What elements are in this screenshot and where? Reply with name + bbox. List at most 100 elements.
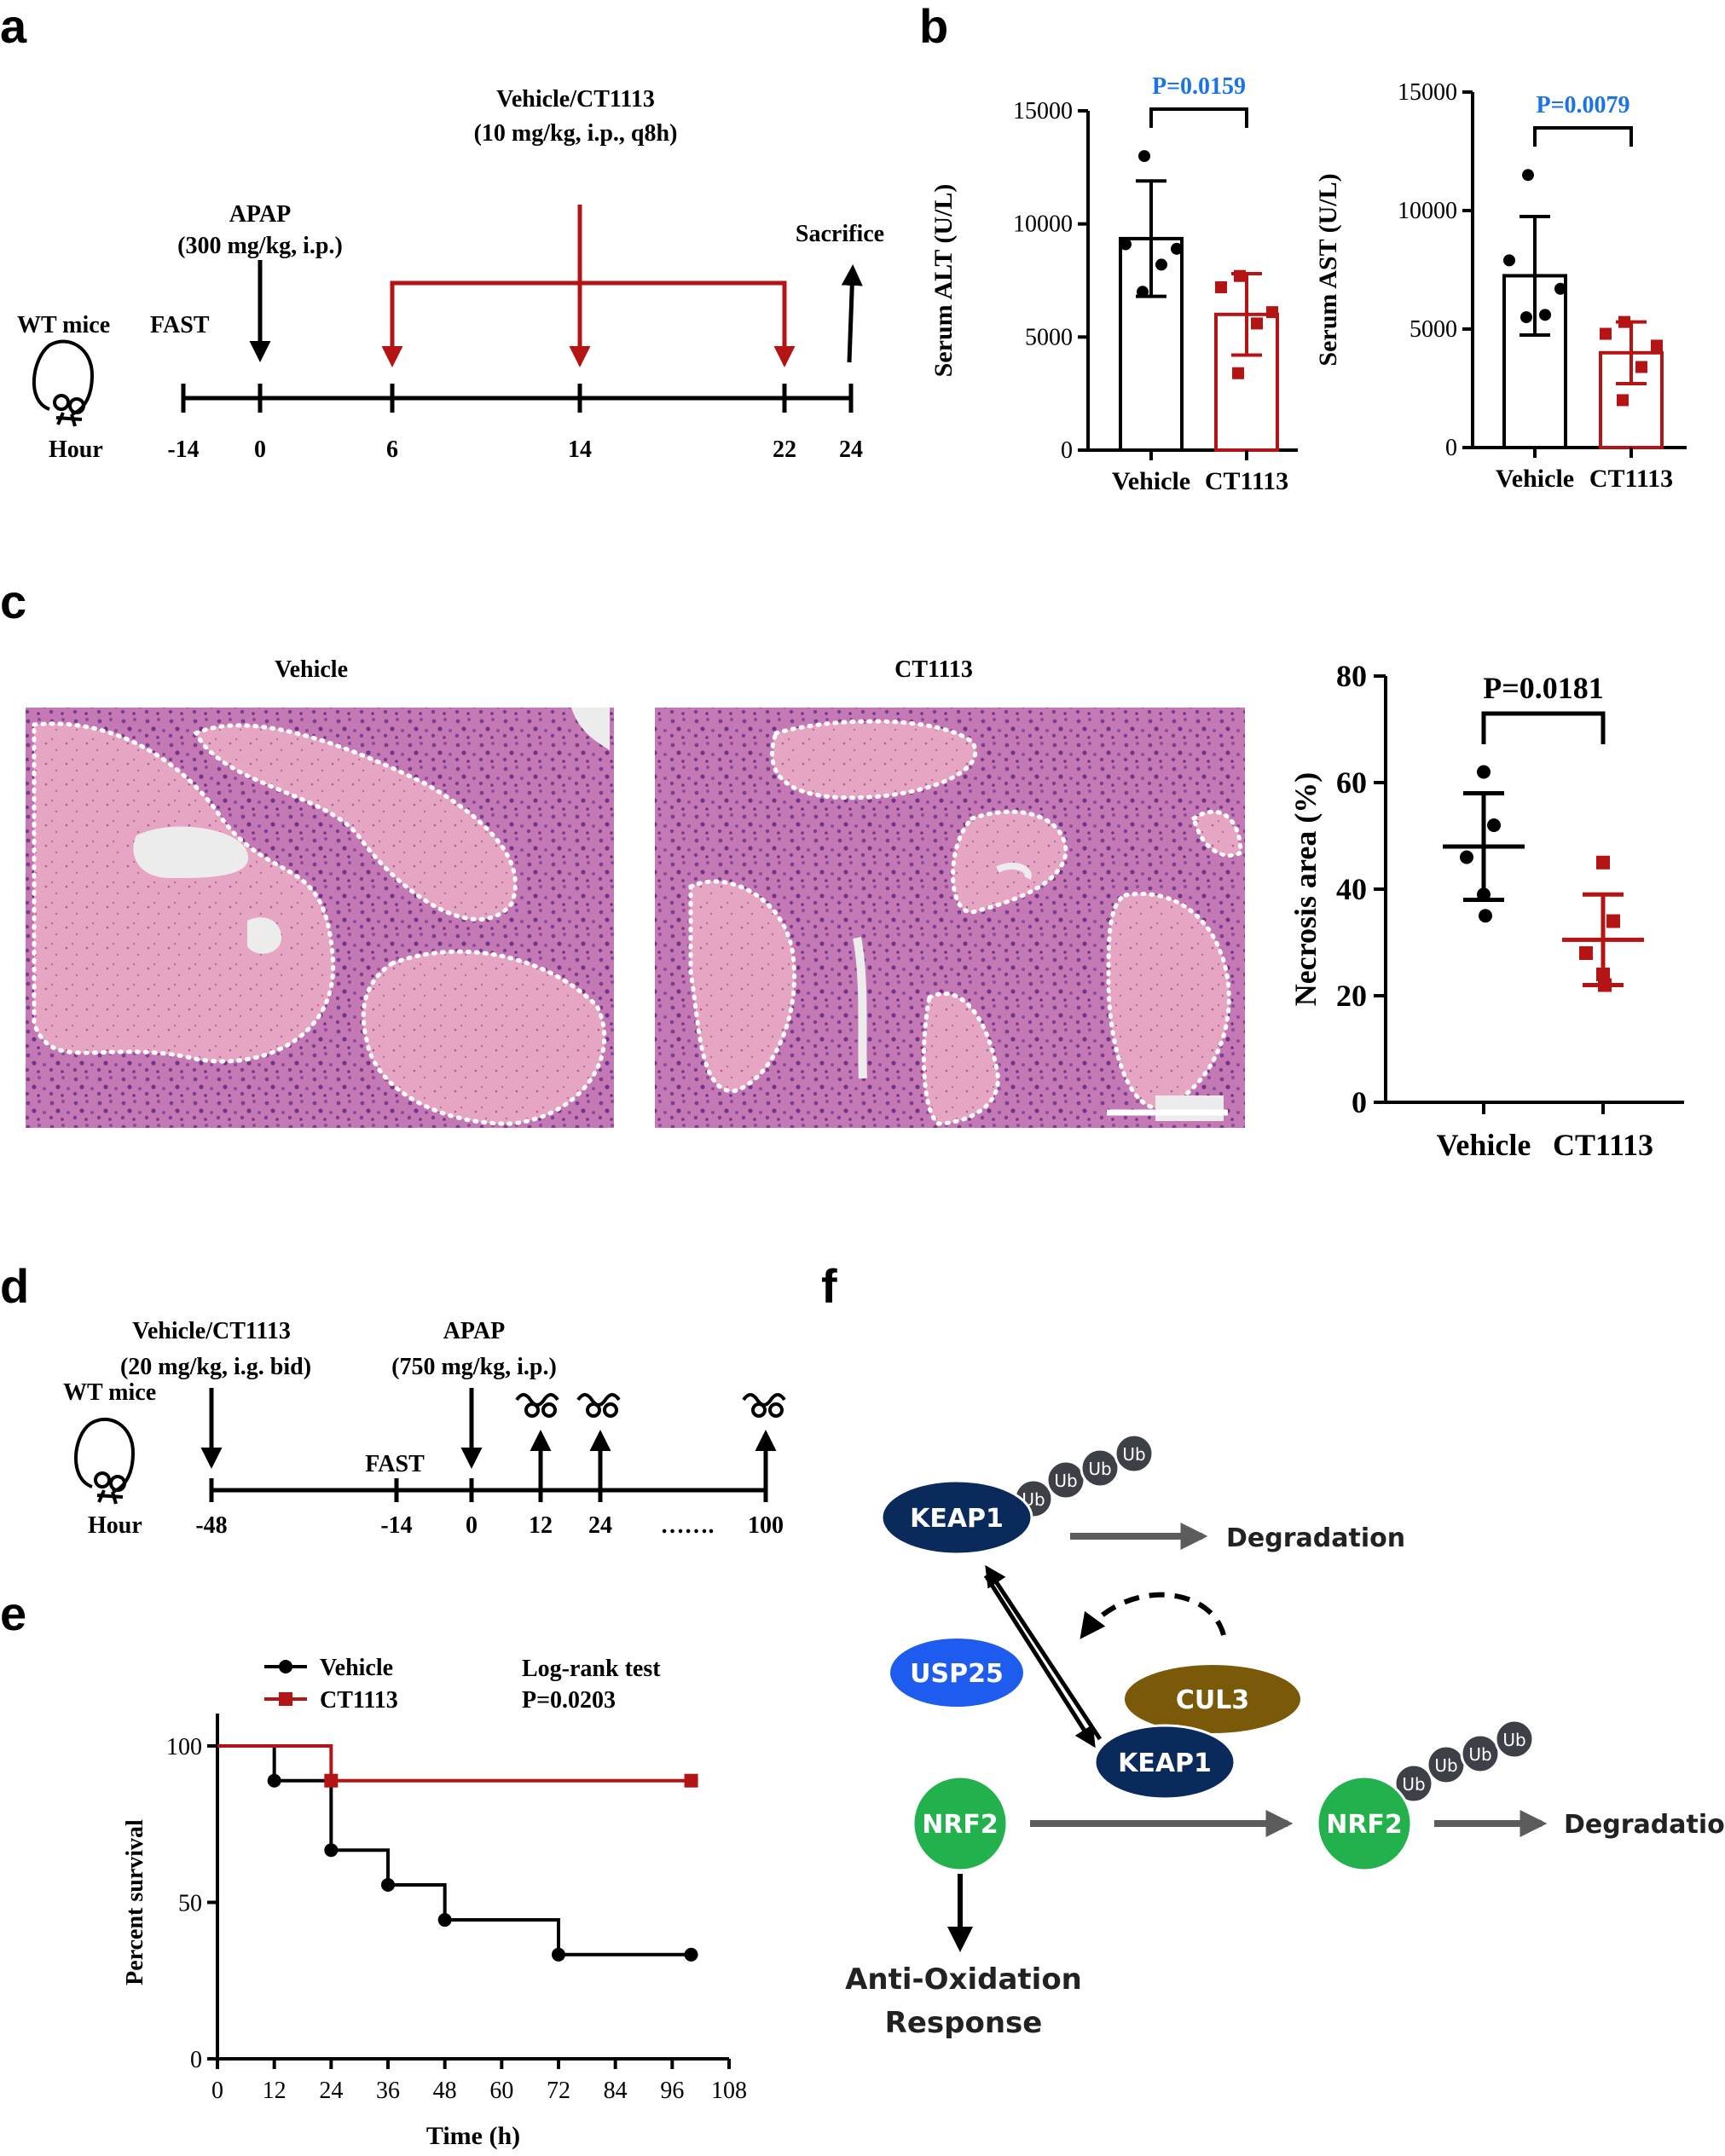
d-apap-label: APAP <box>443 1318 506 1344</box>
ub-icon: Ub <box>1393 1763 1434 1804</box>
a-tick-label: 6 <box>386 436 398 463</box>
data-point <box>1598 978 1612 992</box>
data-point <box>1522 169 1534 182</box>
y-axis-title: Necrosis area (%) <box>1288 772 1323 1007</box>
p-value-label: P=0.0181 <box>1483 671 1604 705</box>
degradation-label: Degradation <box>1564 1810 1725 1840</box>
a-drug-label: Vehicle/CT1113 <box>496 86 655 113</box>
panel-c-letter: c <box>0 575 26 628</box>
keap1-label: KEAP1 <box>1118 1748 1212 1778</box>
d-apap-dose: (750 mg/kg, i.p.) <box>391 1354 557 1380</box>
mouse-death-icon <box>576 1393 621 1418</box>
panel-a: a Vehicle/CT1113 (10 mg/kg, i.p., q8h) A… <box>0 0 884 463</box>
data-point <box>1137 286 1149 298</box>
response-label-line1: Anti-Oxidation <box>845 1962 1082 1997</box>
deubiquitination-arrow <box>985 1564 1103 1741</box>
data-point <box>552 1947 565 1962</box>
nrf2-label: NRF2 <box>1326 1810 1403 1840</box>
y-axis-title: Percent survival <box>122 1819 148 1985</box>
data-point <box>1596 968 1610 981</box>
data-point <box>324 1773 339 1788</box>
ub-label: Ub <box>1468 1744 1491 1765</box>
data-point <box>1120 238 1132 251</box>
panel-d: d Vehicle/CT1113 (20 mg/kg, i.g. bid) AP… <box>0 1259 786 1539</box>
data-point <box>437 1913 452 1928</box>
a-tick-label: 0 <box>254 436 266 463</box>
a-apap-dose: (300 mg/kg, i.p.) <box>177 233 343 259</box>
y-tick-label: 10000 <box>1013 211 1073 238</box>
a-apap-label: APAP <box>229 201 292 228</box>
d-timeline-ticks <box>209 1478 768 1502</box>
data-point <box>1503 254 1515 267</box>
ub-label: Ub <box>1122 1444 1145 1465</box>
x-tick-label: 60 <box>489 2078 513 2104</box>
a-drug-dose: (10 mg/kg, i.p., q8h) <box>474 120 678 147</box>
d-tick-label: 0 <box>466 1512 478 1539</box>
y-tick-label: 15000 <box>1013 98 1073 124</box>
x-axis-title: Time (h) <box>426 2122 520 2150</box>
data-point <box>1171 242 1183 255</box>
ubiquitination-arrow <box>983 1574 1096 1748</box>
data-point <box>1579 946 1593 960</box>
d-tick-label: 24 <box>588 1512 612 1539</box>
keap1-label: KEAP1 <box>910 1504 1004 1534</box>
mouse-death-icon <box>742 1393 786 1418</box>
a-tick-label: 24 <box>839 436 863 463</box>
data-point <box>1600 327 1612 340</box>
data-point <box>1155 258 1167 271</box>
data-point <box>1651 339 1663 352</box>
y-tick-label: 0 <box>1352 1085 1367 1119</box>
data-point <box>1251 317 1263 330</box>
data-point <box>1487 818 1501 832</box>
data-point <box>381 1877 395 1892</box>
keap1-protein-top: KEAP1 <box>880 1479 1033 1556</box>
data-point <box>1266 306 1278 319</box>
y-tick-label: 5000 <box>1410 316 1457 343</box>
ub-icon: Ub <box>1426 1744 1467 1785</box>
panel-b-letter: b <box>919 0 948 53</box>
x-tick-label: 96 <box>660 2078 684 2104</box>
x-tick-label: 0 <box>211 2078 223 2104</box>
d-tick-label: 12 <box>529 1512 553 1539</box>
degradation-label: Degradation <box>1226 1523 1405 1553</box>
sacrifice-arrow <box>841 264 863 363</box>
mouse-death-icon <box>515 1393 559 1418</box>
d-mice-label: WT mice <box>63 1379 156 1406</box>
ub-label: Ub <box>1088 1459 1111 1479</box>
cul3-protein: CUL3 <box>1125 1665 1300 1733</box>
data-point <box>267 1773 281 1788</box>
x-tick-label: CT1113 <box>1205 467 1288 495</box>
y-tick-label: 10000 <box>1398 198 1457 224</box>
legend-label: Vehicle <box>320 1655 393 1681</box>
data-point <box>1232 367 1244 379</box>
x-tick-label: 24 <box>319 2078 343 2104</box>
series-line-vehicle <box>217 1744 692 1957</box>
data-point <box>1479 909 1492 923</box>
y-tick-label: 5000 <box>1025 324 1073 350</box>
histology-title-ct1113: CT1113 <box>894 656 973 683</box>
ub-label: Ub <box>1054 1471 1077 1491</box>
d-fast-label: FAST <box>365 1451 425 1477</box>
data-point <box>279 1692 292 1706</box>
data-point <box>1596 855 1610 870</box>
mouse-icon <box>32 339 95 427</box>
data-point <box>1618 315 1630 328</box>
cul3-feedback-arrow <box>1080 1592 1226 1639</box>
panel-f-letter: f <box>821 1259 837 1313</box>
ub-icon: Ub <box>1080 1448 1120 1488</box>
y-tick-label: 0 <box>1061 437 1073 464</box>
series-line-ct1113 <box>217 1744 692 1783</box>
y-tick-label: 15000 <box>1398 79 1457 106</box>
a-fast-label: FAST <box>150 312 210 338</box>
keap1-protein-bottom: KEAP1 <box>1093 1724 1236 1801</box>
significance-bracket <box>1533 126 1633 147</box>
x-tick-label: 72 <box>547 2078 570 2104</box>
d-tick-label: -14 <box>380 1512 412 1539</box>
e-test-p: P=0.0203 <box>522 1687 616 1714</box>
